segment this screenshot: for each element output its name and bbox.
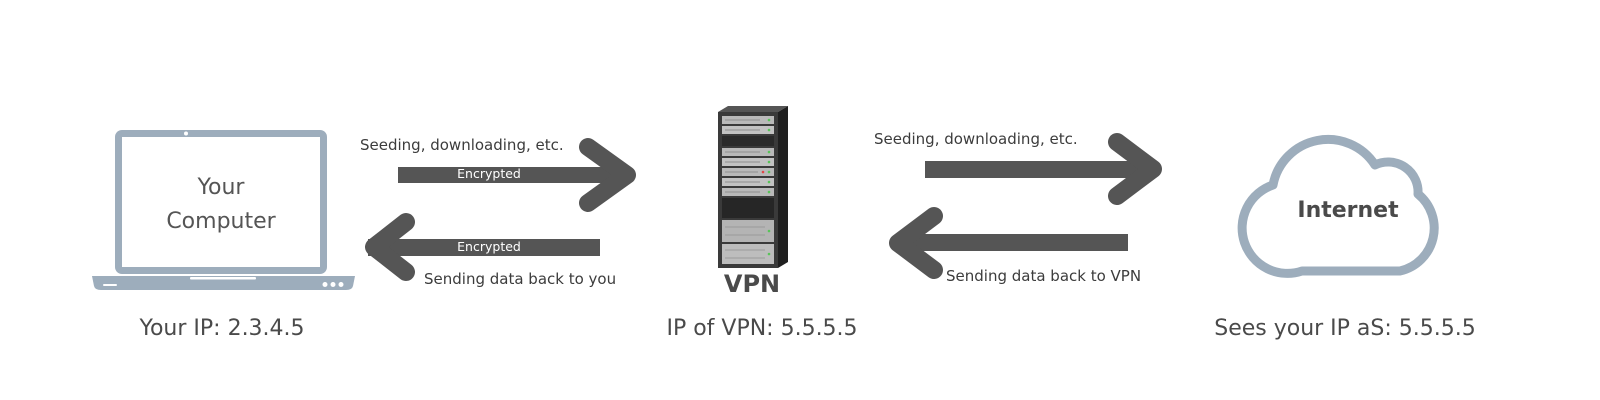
computer-to-vpn-encrypted-badge: Encrypted <box>457 166 521 181</box>
internet-ip-text: Sees your IP aS: 5.5.5.5 <box>1214 316 1476 341</box>
internet-label: Internet <box>1297 198 1399 223</box>
arrow-computer-to-vpn <box>398 138 636 212</box>
vpn-ip-text: IP of VPN: 5.5.5.5 <box>666 316 858 341</box>
computer-ip-text: Your IP: 2.3.4.5 <box>139 316 305 341</box>
server-icon <box>718 106 788 268</box>
vpn-label: VPN <box>723 270 781 298</box>
vpn-to-internet-caption: Seeding, downloading, etc. <box>874 130 1078 148</box>
computer-label: Your Computer <box>166 175 276 234</box>
cloud-icon <box>1237 134 1439 278</box>
arrow-internet-to-vpn <box>889 207 1128 279</box>
vpn-to-computer-encrypted-badge: Encrypted <box>457 239 521 254</box>
computer-to-vpn-caption: Seeding, downloading, etc. <box>360 136 564 154</box>
arrow-vpn-to-internet <box>925 133 1162 205</box>
vpn-to-computer-caption: Sending data back to you <box>424 270 617 288</box>
laptop-icon <box>92 130 355 290</box>
internet-to-vpn-caption: Sending data back to VPN <box>946 267 1142 285</box>
arrow-vpn-to-computer <box>365 213 600 281</box>
